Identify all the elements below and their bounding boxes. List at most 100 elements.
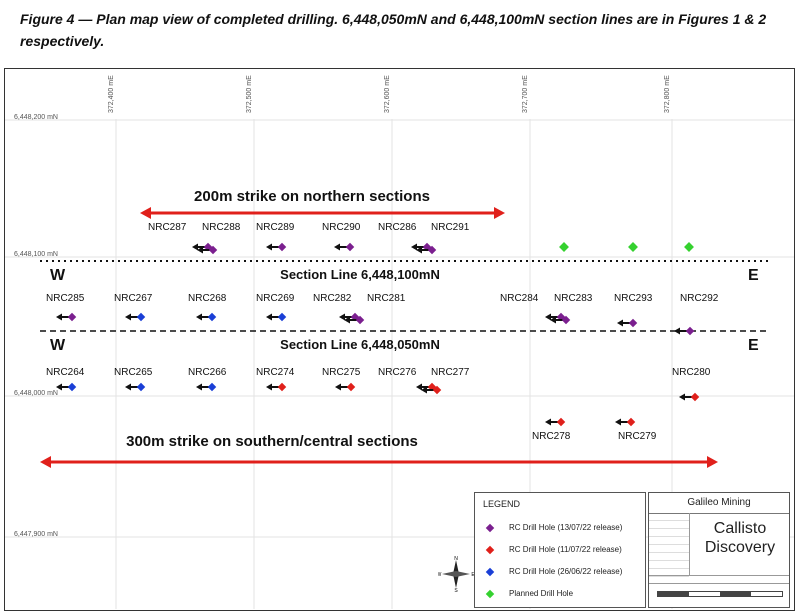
drill-trace-head (416, 246, 422, 254)
drill-hole-label: NRC282 (313, 293, 352, 304)
project-name: Callisto Discovery (704, 520, 776, 556)
drill-trace-head (411, 243, 417, 251)
drill-hole-label: NRC290 (322, 222, 361, 233)
drill-trace-head (334, 243, 340, 251)
section-line-label: Section Line 6,448,100mN (280, 267, 440, 282)
drill-hole-label: NRC284 (500, 293, 539, 304)
drill-collar-marker (685, 326, 695, 336)
drill-trace-head (550, 316, 556, 324)
northing-label: 6,447,900 mN (14, 531, 58, 538)
title-block-fields (649, 513, 690, 577)
easting-label: 372,600 mE (384, 75, 391, 113)
drill-trace-head (615, 418, 621, 426)
north-label: N (454, 556, 458, 562)
drill-trace-head (197, 246, 203, 254)
drill-collar-marker (427, 245, 437, 255)
drill-collar-marker (556, 417, 566, 427)
drill-collar-marker (136, 312, 146, 322)
drill-trace-head (56, 313, 62, 321)
easting-label: 372,400 mE (108, 75, 115, 113)
drill-hole-label: NRC287 (148, 222, 187, 233)
drill-trace-head (125, 383, 131, 391)
arrowhead (494, 207, 505, 219)
arrowhead (140, 207, 151, 219)
drill-trace-head (674, 327, 680, 335)
drill-trace-head (421, 386, 427, 394)
drill-hole-label: NRC292 (680, 293, 719, 304)
planned-hole-marker (628, 242, 638, 252)
drill-collar-marker (208, 245, 218, 255)
drill-collar-marker (277, 242, 287, 252)
drill-hole-label: NRC277 (431, 367, 470, 378)
drill-collar-marker (277, 382, 287, 392)
planned-holes (559, 242, 694, 252)
drill-hole-label: NRC276 (378, 367, 417, 378)
scale-bar (657, 591, 783, 597)
drill-hole-label: NRC280 (672, 367, 711, 378)
north-arrow-icon: N S E W (438, 556, 474, 592)
west-label: W (438, 572, 442, 578)
drill-trace-head (125, 313, 131, 321)
legend: LEGEND RC Drill Hole (13/07/22 release) … (474, 492, 646, 608)
drill-hole-label: NRC289 (256, 222, 295, 233)
section-line-label: Section Line 6,448,050mN (280, 337, 440, 352)
title-block: Galileo Mining Callisto Discovery (648, 492, 790, 608)
northing-label: 6,448,000 mN (14, 390, 58, 397)
east-label: E (471, 572, 474, 578)
drill-trace-head (344, 316, 350, 324)
drill-collar-marker (136, 382, 146, 392)
drill-trace-head (416, 383, 422, 391)
drill-hole-label: NRC269 (256, 293, 295, 304)
section-east-label: E (748, 267, 759, 284)
drill-hole-label: NRC278 (532, 431, 571, 442)
planned-hole-marker (559, 242, 569, 252)
drill-trace-head (545, 313, 551, 321)
drill-trace-head (617, 319, 623, 327)
section-west-label: W (50, 267, 66, 284)
drill-trace-head (266, 383, 272, 391)
planned-hole-marker (684, 242, 694, 252)
drill-trace-head (196, 383, 202, 391)
drill-collar-marker (67, 382, 77, 392)
drill-trace-head (545, 418, 551, 426)
drill-trace-head (335, 383, 341, 391)
drill-collar-marker (277, 312, 287, 322)
drill-hole-label: NRC285 (46, 293, 85, 304)
drill-collar-marker (67, 312, 77, 322)
legend-title: LEGEND (483, 499, 521, 509)
title-block-divider (649, 583, 789, 592)
drill-hole-label: NRC268 (188, 293, 227, 304)
drill-collar-marker (628, 318, 638, 328)
drill-trace-head (192, 243, 198, 251)
drill-hole-label: NRC286 (378, 222, 417, 233)
drill-trace-head (266, 243, 272, 251)
southern-strike-label: 300m strike on southern/central sections (126, 433, 418, 450)
company-name: Galileo Mining (649, 493, 789, 514)
drill-collar-marker (346, 382, 356, 392)
drill-hole-label: NRC275 (322, 367, 361, 378)
drill-trace-head (339, 313, 345, 321)
easting-label: 372,800 mE (664, 75, 671, 113)
arrowhead (40, 456, 51, 468)
title-block-divider (649, 575, 789, 584)
red-diamond-icon (485, 545, 495, 555)
drill-collar-marker (345, 242, 355, 252)
drill-hole-label: NRC281 (367, 293, 406, 304)
easting-label: 372,700 mE (522, 75, 529, 113)
northing-label: 6,448,200 mN (14, 114, 58, 121)
drill-collar-marker (207, 312, 217, 322)
drill-collar-marker (207, 382, 217, 392)
drill-hole-label: NRC264 (46, 367, 85, 378)
drill-collar-marker (690, 392, 700, 402)
drill-trace-head (266, 313, 272, 321)
drill-trace-head (56, 383, 62, 391)
drill-hole-label: NRC291 (431, 222, 470, 233)
northing-label: 6,448,100 mN (14, 251, 58, 258)
section-west-label: W (50, 337, 66, 354)
